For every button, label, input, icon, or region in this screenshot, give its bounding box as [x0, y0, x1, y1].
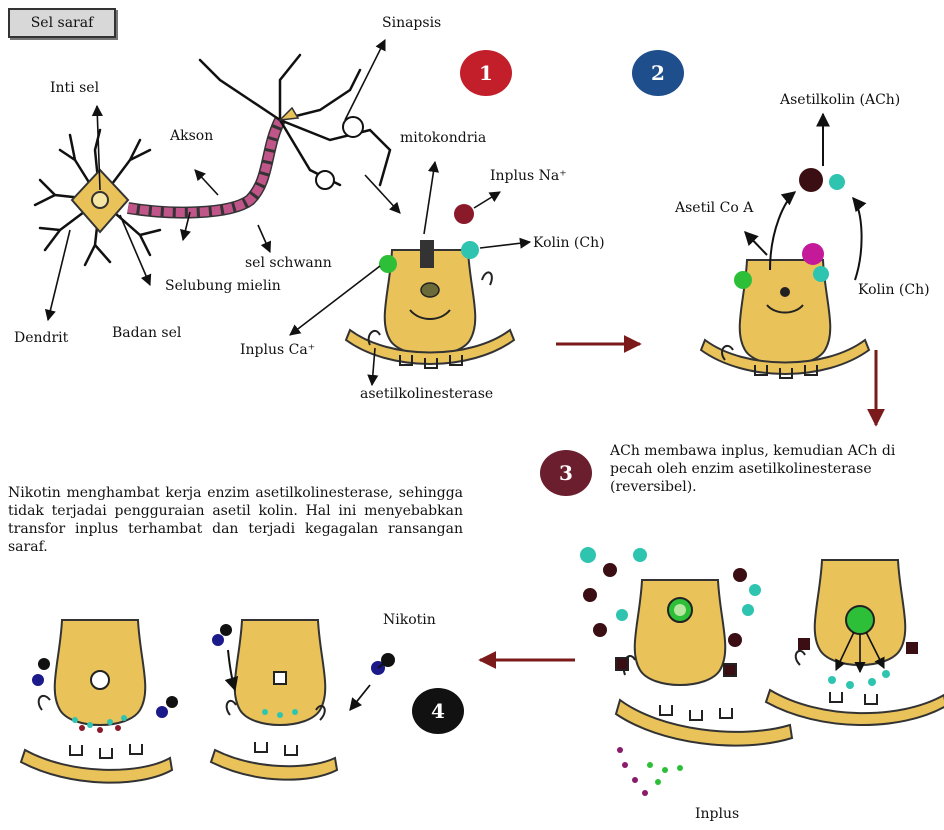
synapse-step4-left	[21, 620, 178, 783]
label-kolin-ch-1: Kolin (Ch)	[533, 235, 605, 251]
label-inplus-ca: Inplus Ca⁺	[240, 342, 315, 358]
step-2-badge: 2	[632, 50, 684, 96]
step-3-badge: 3	[540, 450, 592, 496]
label-selubung-mielin: Selubung mielin	[165, 278, 281, 294]
nikotin-molecule	[350, 653, 395, 710]
label-asetil-co-a: Asetil Co A	[675, 200, 753, 216]
label-sel-schwann: sel schwann	[245, 255, 332, 271]
step4-description: Nikotin menghambat kerja enzim asetilkol…	[8, 484, 463, 556]
label-sinapsis: Sinapsis	[382, 15, 441, 31]
label-inti-sel: Inti sel	[50, 80, 99, 96]
label-asetilkolinesterase: asetilkolinesterase	[360, 386, 493, 402]
step3-description: ACh membawa inplus, kemudian ACh di peca…	[610, 442, 936, 496]
synapse-step1	[290, 162, 530, 385]
step-1-badge: 1	[460, 50, 512, 96]
synapse-step2	[701, 114, 869, 378]
title-sel-saraf: Sel saraf	[8, 8, 116, 38]
label-asetilkolin-ach: Asetilkolin (ACh)	[780, 92, 900, 108]
label-inplus: Inplus	[695, 806, 739, 822]
step-4-badge: 4	[412, 688, 464, 734]
label-akson: Akson	[170, 128, 213, 144]
label-inplus-na: Inplus Na⁺	[490, 168, 567, 184]
synapse-step3-left	[580, 547, 792, 796]
synapse-step4-right	[211, 620, 337, 780]
label-kolin-ch-2: Kolin (Ch)	[858, 282, 930, 298]
label-badan-sel: Badan sel	[112, 325, 181, 341]
synapse-step3-right	[766, 560, 944, 725]
label-mitokondria: mitokondria	[400, 130, 486, 146]
label-dendrit: Dendrit	[14, 330, 68, 346]
label-nikotin: Nikotin	[383, 612, 436, 628]
